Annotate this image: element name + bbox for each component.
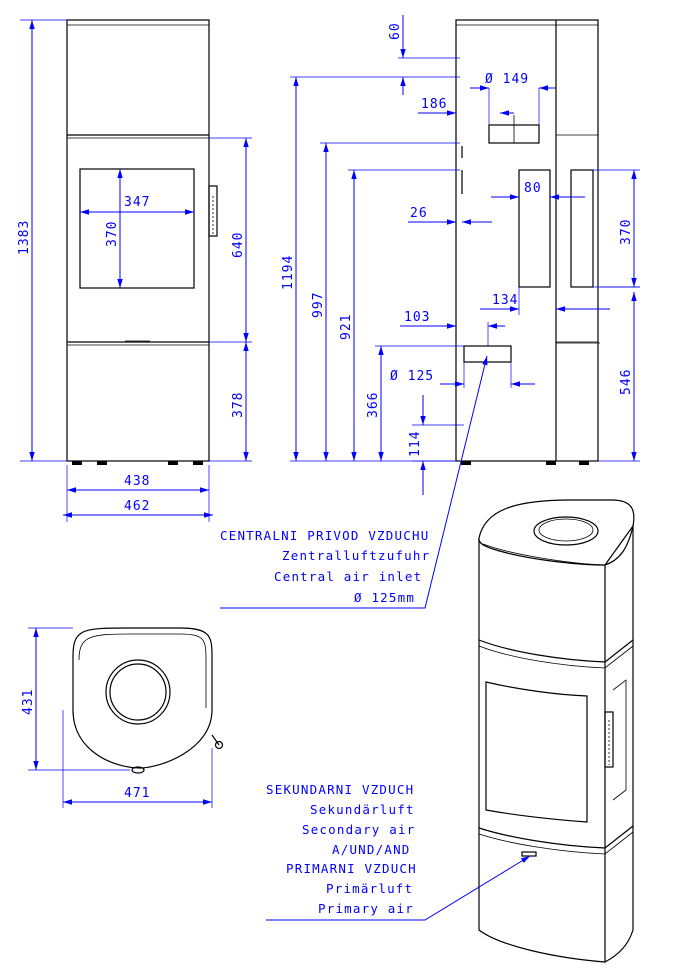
dim-door-height: 370	[105, 221, 120, 247]
front-view: 1383 347 370 640 378 438 462	[17, 19, 252, 522]
dim-door-top: 640	[231, 232, 246, 258]
dim-top-471: 471	[124, 786, 150, 801]
note-primary-de: Primärluft	[326, 881, 413, 896]
dim-side-flue-diameter: Ø 149	[485, 72, 529, 87]
note-secondary-cz: SEKUNDARNI VZDUCH	[266, 782, 414, 797]
dim-side-134: 134	[492, 293, 518, 308]
side-view: 60 Ø 149 186 1194 997 921 26 80	[281, 15, 640, 495]
dim-front-width-inner: 438	[124, 474, 150, 489]
note-secondary-de: Sekundärluft	[310, 802, 415, 817]
iso-view	[478, 499, 635, 963]
dim-side-186: 186	[421, 97, 447, 112]
dim-front-height: 1383	[17, 220, 32, 255]
secondary-air-note: SEKUNDARNI VZDUCH Sekundärluft Secondary…	[266, 782, 531, 921]
note-central-air-cz: CENTRALNI PRIVOD VZDUCHU	[220, 528, 429, 543]
dim-side-921: 921	[339, 314, 354, 340]
door-handle	[208, 185, 218, 237]
dim-side-air-diameter: Ø 125	[390, 369, 434, 384]
note-central-air-de: Zentralluftzufuhr	[282, 548, 430, 563]
dim-side-114: 114	[408, 431, 423, 457]
top-view: 431 471	[21, 627, 224, 808]
dim-door-bottom: 378	[231, 392, 246, 418]
front-door-glass	[79, 168, 195, 289]
top-flue-circle	[105, 659, 171, 725]
dim-side-26: 26	[410, 206, 428, 221]
note-and: A/UND/AND	[332, 842, 411, 857]
top-handle-knob	[214, 740, 224, 750]
note-primary-cz: PRIMARNI VZDUCH	[286, 861, 417, 876]
dim-side-546: 546	[619, 369, 634, 395]
dim-side-60: 60	[388, 22, 403, 40]
note-primary-en: Primary air	[318, 901, 414, 916]
dim-door-width: 347	[124, 195, 150, 210]
note-central-air-en: Central air inlet	[274, 569, 422, 584]
central-air-note: CENTRALNI PRIVOD VZDUCHU Zentralluftzufu…	[220, 355, 488, 609]
dim-side-997: 997	[311, 292, 326, 318]
dim-front-width-outer: 462	[124, 499, 150, 514]
dim-side-103: 103	[404, 310, 430, 325]
dim-side-370: 370	[619, 219, 634, 245]
dim-side-80: 80	[524, 181, 542, 196]
note-central-air-dia: Ø 125mm	[354, 590, 415, 605]
note-secondary-en: Secondary air	[302, 822, 415, 837]
dim-side-1194: 1194	[281, 255, 296, 290]
dim-side-366: 366	[366, 392, 381, 418]
air-inlet	[463, 345, 512, 363]
dim-top-431: 431	[21, 689, 36, 715]
